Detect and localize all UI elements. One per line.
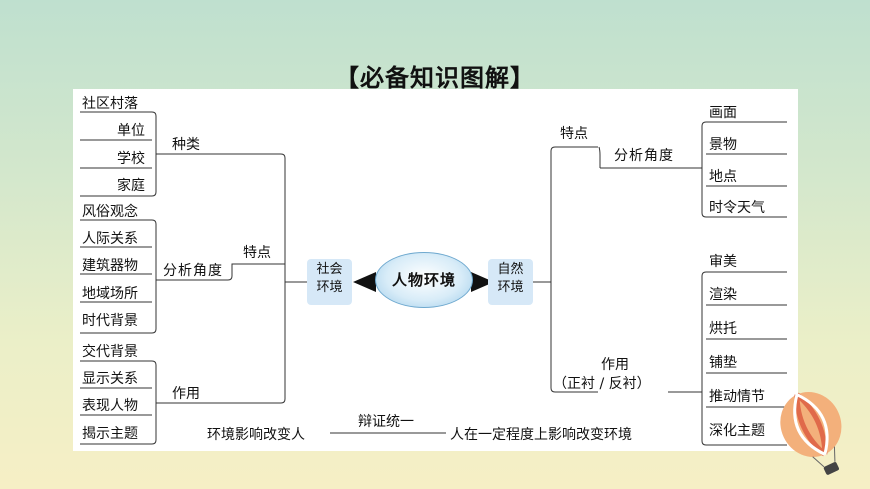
right-item: 渲染 [709,287,737,303]
right-features-label: 特点 [560,126,588,142]
right-item: 时令天气 [709,200,765,216]
social-environment-line2: 环境 [316,280,343,295]
left-features-label: 特点 [243,245,271,261]
right-item: 烘托 [709,321,737,337]
left-item: 学校 [117,151,145,167]
right-item: 审美 [709,254,737,270]
left-item: 家庭 [117,178,145,194]
left-group-label: 分析角度 [163,263,223,279]
page-title: 【必备知识图解】 [335,64,535,92]
right-analysis-label: 分析角度 [614,148,674,164]
left-group-label: 作用 [172,386,200,402]
natural-environment-line1: 自然 [497,262,524,277]
left-item: 地域场所 [82,286,138,302]
natural-environment-line2: 环境 [497,280,524,295]
left-item: 表现人物 [82,398,138,414]
left-item: 显示关系 [82,371,138,387]
left-item: 社区村落 [82,96,138,112]
right-item: 地点 [709,169,737,185]
right-item: 画面 [709,105,737,121]
right-function-label: 作用 [601,357,629,373]
center-node: 人物环境 [375,252,473,308]
bottom-left-text: 环境影响改变人 [207,427,305,443]
left-item: 单位 [117,123,145,139]
right-item: 深化主题 [709,423,765,439]
left-item: 揭示主题 [82,426,138,442]
natural-environment-node: 自然 环境 [488,259,533,305]
balloon-icon [780,391,842,475]
bottom-right-text: 人在一定程度上影响改变环境 [450,427,632,443]
left-item: 建筑器物 [82,258,138,274]
left-item: 交代背景 [82,344,138,360]
left-item: 时代背景 [82,313,138,329]
bottom-middle-text: 辩证统一 [358,414,414,430]
social-environment-line1: 社会 [316,262,343,277]
right-function-sub: （正衬 / 反衬） [553,376,651,392]
social-environment-node: 社会 环境 [307,259,352,305]
right-item: 景物 [709,137,737,153]
left-item: 人际关系 [82,231,138,247]
left-group-label: 种类 [172,137,200,153]
right-item: 推动情节 [709,389,765,405]
left-item: 风俗观念 [82,204,138,220]
right-item: 铺垫 [709,355,737,371]
